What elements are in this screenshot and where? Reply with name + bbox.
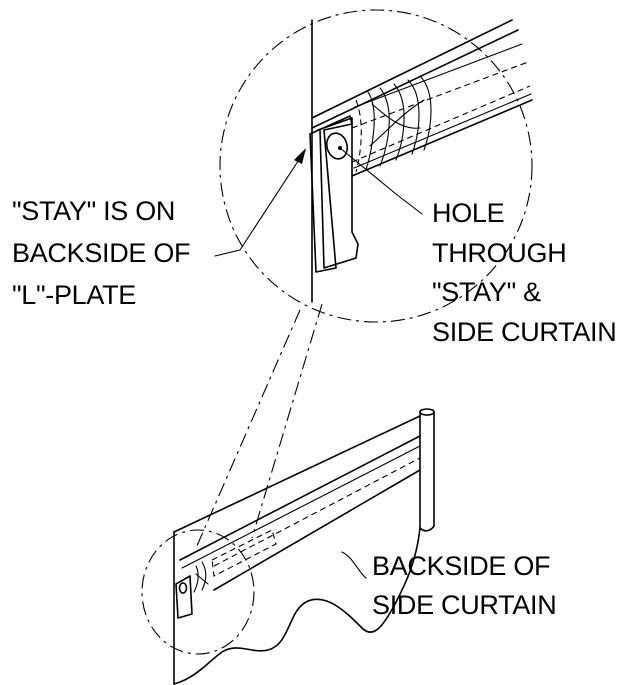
- stay-label-line-3: "L"-PLATE: [12, 280, 136, 310]
- backside-label-line-1: BACKSIDE OF: [372, 551, 550, 581]
- detail-l-plate-face: [317, 117, 359, 269]
- detail-wrap-cross-1: [371, 103, 421, 129]
- stay-label: "STAY" IS ON BACKSIDE OF "L"-PLATE: [12, 196, 191, 310]
- detail-wrap-1: [365, 91, 375, 171]
- hole-label-line-2: THROUGH: [432, 238, 566, 268]
- hole-leader-line: [339, 147, 423, 215]
- detail-hole: [325, 132, 349, 160]
- detail-wrap-3: [393, 83, 405, 161]
- detail-view: [219, 9, 533, 323]
- stay-rail-bottom: [213, 469, 421, 591]
- detail-wrap-hidden: [355, 99, 362, 173]
- detail-stay-top-rail: [311, 19, 513, 119]
- stay-rail-2: [181, 445, 421, 569]
- detail-wrap-5: [419, 75, 432, 151]
- hole-leader-dot: [338, 146, 342, 150]
- stay-label-line-1: "STAY" IS ON: [12, 196, 175, 226]
- overall-wrap-2: [201, 561, 207, 591]
- hole-label-line-1: HOLE: [432, 198, 504, 228]
- detail-stay-bottom-rail: [351, 99, 533, 177]
- detail-wrap-4: [407, 79, 420, 155]
- detail-stay-rail-3: [354, 43, 523, 108]
- small-detail-circle: [141, 529, 255, 655]
- detail-circle: [219, 9, 533, 323]
- backside-label-line-2: SIDE CURTAIN: [372, 590, 556, 620]
- stay-label-line-2: BACKSIDE OF: [12, 238, 190, 268]
- curtain-bottom-edge: [173, 527, 421, 685]
- right-post-bottom: [419, 525, 435, 532]
- detail-wrap-cross-2: [369, 99, 425, 147]
- detail-stay-bottom-rail-2: [353, 93, 532, 169]
- stay-hidden-outline: [211, 529, 277, 577]
- curtain-top-edge: [173, 415, 421, 533]
- detail-stay-hidden-1: [351, 61, 529, 129]
- overall-wrap-1: [193, 565, 199, 593]
- detail-l-plate: [309, 115, 353, 273]
- detail-connector-left: [195, 309, 301, 549]
- overall-hole: [178, 582, 188, 594]
- backside-leader-line: [341, 551, 367, 579]
- stay-rail-1: [179, 435, 421, 561]
- hole-label-line-4: SIDE CURTAIN: [432, 317, 616, 347]
- stay-leader-arrowhead: [294, 148, 306, 164]
- detail-wrap-2: [379, 87, 390, 167]
- hole-label: HOLE THROUGH "STAY" & SIDE CURTAIN: [432, 198, 617, 347]
- overall-l-plate: [175, 575, 193, 619]
- right-post-top: [419, 408, 435, 416]
- stay-leader-line: [214, 151, 305, 257]
- stay-rail-hidden: [213, 457, 421, 567]
- backside-label: BACKSIDE OF SIDE CURTAIN: [372, 551, 557, 620]
- detail-connector-right: [251, 303, 323, 539]
- detail-stay-hidden-2: [351, 85, 531, 163]
- overall-view: [141, 408, 435, 685]
- detail-stay-rail-2: [311, 29, 519, 129]
- hole-label-line-3: "STAY" &: [432, 277, 541, 307]
- overall-wrap-3: [195, 573, 209, 585]
